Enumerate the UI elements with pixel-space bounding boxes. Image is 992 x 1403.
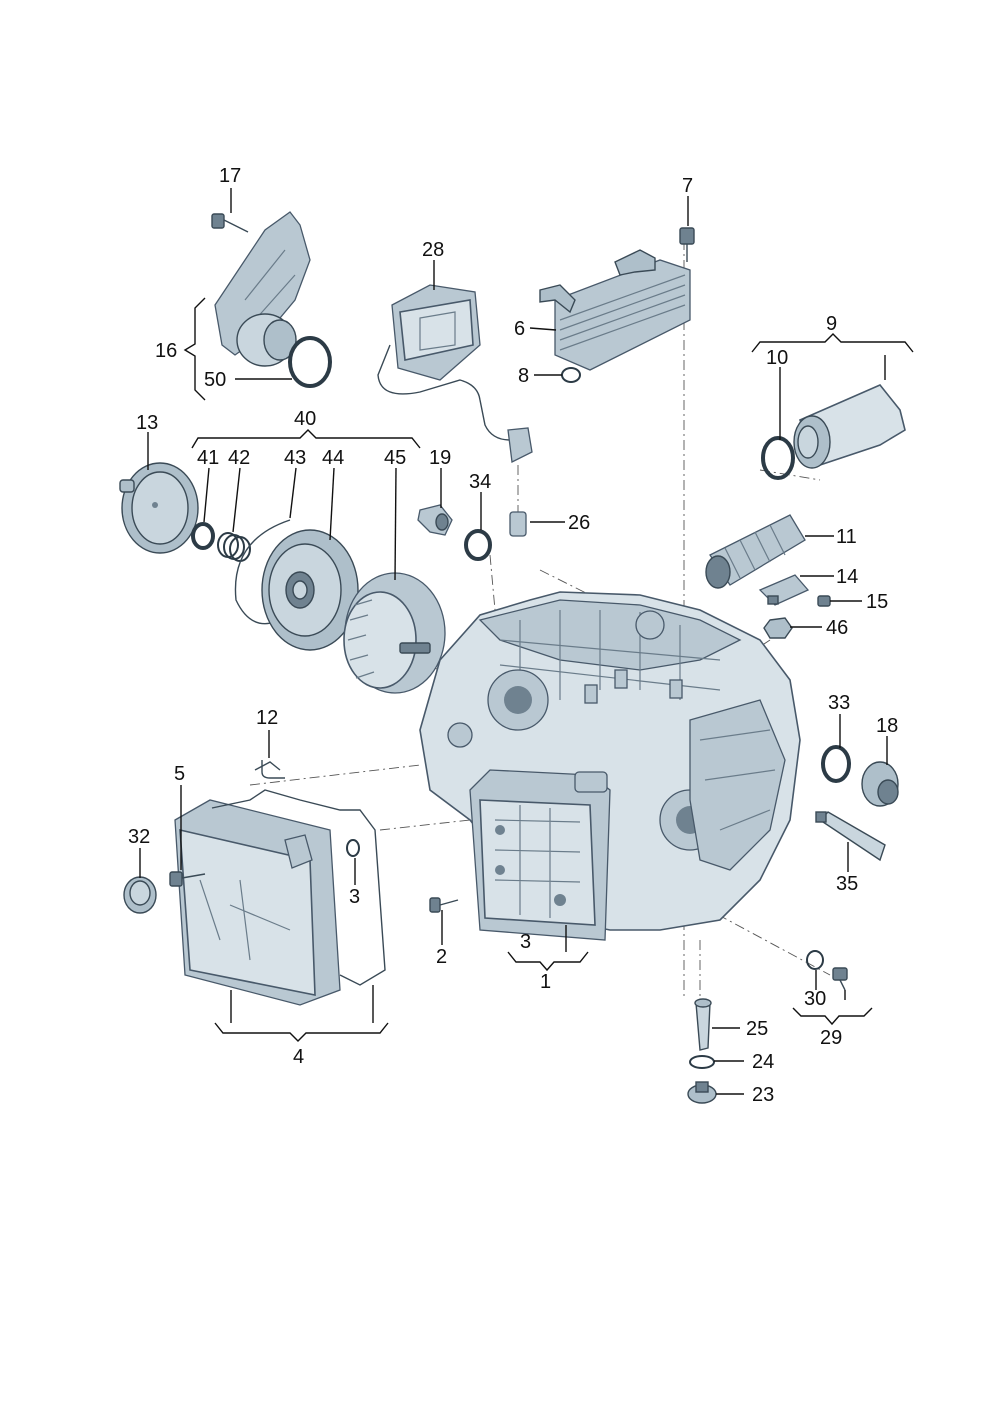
o-ring-3: [346, 839, 360, 857]
label-45: 45: [384, 447, 406, 469]
screw-5: [169, 871, 206, 887]
group-braces: [183, 297, 914, 1042]
connector-19: [417, 504, 453, 536]
pipe-25: [694, 998, 712, 1051]
label-42: 42: [228, 447, 250, 469]
label-33: 33: [828, 692, 850, 714]
cover-13: [119, 462, 199, 554]
label-40: 40: [294, 408, 316, 430]
label-3-right: 3: [520, 931, 531, 953]
label-24: 24: [752, 1051, 774, 1073]
label-17: 17: [219, 165, 241, 187]
ring-43: [234, 519, 291, 625]
o-ring-8: [561, 367, 581, 383]
label-15: 15: [866, 591, 888, 613]
seal-34: [464, 529, 492, 561]
screw-2: [429, 897, 459, 913]
sealant-tube-35: [815, 811, 886, 862]
label-46: 46: [826, 617, 848, 639]
oil-pan-cover: [174, 761, 386, 1006]
filter-element-11: [705, 514, 806, 589]
o-ring-30: [806, 950, 824, 970]
label-26: 26: [568, 512, 590, 534]
part-labels: 17 7 28 6 9 16 10 8 50 40 13 41 42 43 44…: [128, 165, 898, 1106]
drain-plug-23: [687, 1081, 717, 1104]
label-14: 14: [836, 566, 858, 588]
label-9: 9: [826, 313, 837, 335]
seal-33: [821, 745, 851, 783]
screw-7: [679, 227, 695, 262]
label-12: 12: [256, 707, 278, 729]
label-11: 11: [836, 526, 857, 548]
label-32: 32: [128, 826, 150, 848]
sleeve-26: [509, 511, 527, 537]
mechatronic-unit: [469, 769, 611, 941]
label-29: 29: [820, 1027, 842, 1049]
o-ring-10: [761, 436, 795, 480]
oil-cooler-6: [539, 249, 691, 371]
springs-42: [217, 532, 251, 562]
screw-29: [832, 967, 848, 991]
label-25: 25: [746, 1018, 768, 1040]
label-35: 35: [836, 873, 858, 895]
label-23: 23: [752, 1084, 774, 1106]
label-41: 41: [197, 447, 219, 469]
label-50: 50: [204, 369, 226, 391]
label-18: 18: [876, 715, 898, 737]
clip-12: [261, 760, 285, 779]
label-6: 6: [514, 318, 525, 340]
label-7: 7: [682, 175, 693, 197]
sensor-14: [758, 574, 810, 606]
leader-lines: [139, 188, 888, 1095]
label-34: 34: [469, 471, 491, 493]
label-16: 16: [155, 340, 177, 362]
filter-housing-9: [793, 384, 906, 469]
label-3-left: 3: [349, 886, 360, 908]
label-30: 30: [804, 988, 826, 1010]
screw-17: [211, 213, 249, 233]
label-44: 44: [322, 447, 344, 469]
label-28: 28: [422, 239, 444, 261]
label-4: 4: [293, 1046, 304, 1068]
control-unit-28: [377, 284, 533, 463]
nut-46: [763, 617, 793, 639]
circlip-41: [191, 522, 215, 550]
clutch-plate-44: [261, 529, 359, 651]
label-13: 13: [136, 412, 158, 434]
label-5: 5: [174, 763, 185, 785]
o-ring-24: [689, 1055, 715, 1069]
pump-bracket-16: [214, 211, 332, 388]
plug-18: [861, 761, 899, 807]
bearing-cap-32: [123, 876, 157, 914]
screw-15: [817, 595, 831, 607]
label-43: 43: [284, 447, 306, 469]
label-8: 8: [518, 365, 529, 387]
label-1: 1: [540, 971, 551, 993]
dual-clutch-45: [343, 572, 446, 694]
label-10: 10: [766, 347, 788, 369]
label-2: 2: [436, 946, 447, 968]
label-19: 19: [429, 447, 451, 469]
